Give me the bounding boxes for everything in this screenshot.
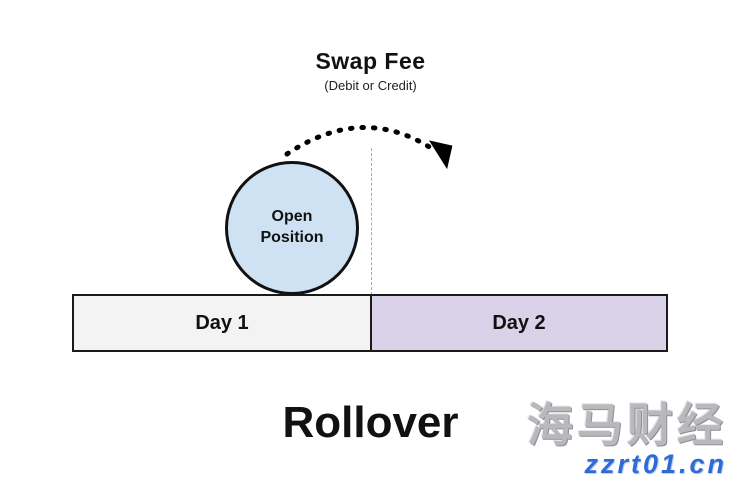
watermark-url-text: zzrt01.cn — [584, 448, 727, 479]
rollover-title: Rollover — [282, 398, 459, 447]
day1-box: Day 1 — [72, 294, 372, 352]
watermark-brand-text: 海马财经 — [527, 399, 727, 452]
watermark: 海马财经 zzrt01.cn — [527, 401, 727, 478]
open-position-label: Open Position — [260, 208, 324, 246]
open-position-circle: Open Position — [225, 161, 359, 295]
timeline-bar: Day 1 Day 2 — [72, 294, 668, 352]
day2-box: Day 2 — [372, 294, 668, 352]
swap-fee-title: Swap Fee — [315, 48, 426, 74]
day-divider-dashed-line — [371, 148, 372, 295]
swap-fee-subtitle: (Debit or Credit) — [324, 78, 417, 93]
rollover-arc-arrow-icon — [284, 125, 453, 170]
